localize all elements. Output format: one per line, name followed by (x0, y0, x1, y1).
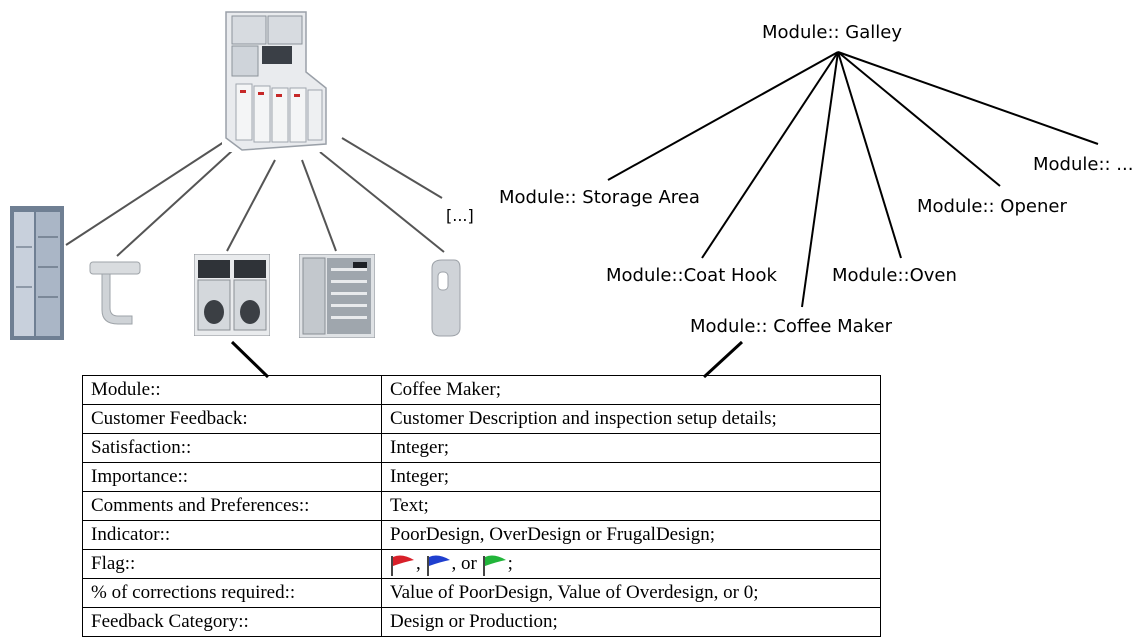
table-row: % of corrections required:: Value of Poo… (82, 578, 881, 608)
table-cell-value: Integer; (381, 433, 881, 463)
table-cell-key: Feedback Category:: (82, 607, 382, 637)
table-cell-flags: , , or ; (381, 549, 881, 579)
tree-node-storage-area: Module:: Storage Area (499, 187, 700, 208)
connector-galley-storage (65, 139, 228, 246)
table-row: Flag:: , , or ; (82, 549, 881, 579)
table-cell-value: Customer Description and inspection setu… (381, 404, 881, 434)
table-cell-value: Coffee Maker; (381, 375, 881, 405)
tree-root-galley: Module:: Galley (762, 22, 903, 43)
connector-coffee-label-table (702, 340, 744, 379)
table-row: Indicator:: PoorDesign, OverDesign or Fr… (82, 520, 881, 550)
coffee-maker-attribute-table: Module:: Coffee Maker; Customer Feedback… (82, 375, 881, 637)
galley-unit-image (222, 10, 330, 152)
table-row: Satisfaction:: Integer; (82, 433, 881, 463)
table-cell-value: Integer; (381, 462, 881, 492)
red-flag-icon (391, 555, 414, 576)
tree-node-coat-hook: Module::Coat Hook (606, 265, 777, 286)
green-flag-icon (482, 555, 506, 576)
coat-hook-image (89, 261, 141, 325)
connector-root-coffee (801, 51, 839, 308)
table-cell-key: % of corrections required:: (82, 578, 382, 608)
table-cell-key: Indicator:: (82, 520, 382, 550)
connector-root-opener (837, 51, 1001, 187)
table-cell-key: Flag:: (82, 549, 382, 579)
connector-galley-ellipsis (341, 137, 443, 199)
table-cell-key: Importance:: (82, 462, 382, 492)
tree-node-coffee-maker: Module:: Coffee Maker (690, 316, 892, 337)
table-cell-value: Design or Production; (381, 607, 881, 637)
table-row: Module:: Coffee Maker; (82, 375, 881, 405)
connector-root-coathook (701, 51, 839, 259)
table-row: Customer Feedback: Customer Description … (82, 404, 881, 434)
table-cell-key: Satisfaction:: (82, 433, 382, 463)
flag-terminator: ; (507, 553, 513, 574)
flag-separator: , or (451, 553, 477, 574)
tree-node-opener: Module:: Opener (917, 196, 1067, 217)
connector-galley-opener (319, 151, 445, 253)
table-cell-value: Text; (381, 491, 881, 521)
table-row: Feedback Category:: Design or Production… (82, 607, 881, 637)
connector-coffee-image-table (230, 340, 270, 379)
blue-flag-icon (426, 555, 450, 576)
connector-root-more (837, 51, 1099, 145)
tree-node-more: Module:: ... (1033, 154, 1134, 175)
table-cell-value: PoorDesign, OverDesign or FrugalDesign; (381, 520, 881, 550)
connector-galley-coathook (116, 149, 234, 257)
connector-galley-coffee (226, 159, 276, 252)
table-cell-key: Customer Feedback: (82, 404, 382, 434)
flag-separator: , (416, 553, 421, 574)
connector-galley-oven (301, 159, 337, 252)
table-cell-value: Value of PoorDesign, Value of Overdesign… (381, 578, 881, 608)
connector-root-oven (837, 51, 902, 259)
tree-node-oven: Module::Oven (832, 265, 957, 286)
opener-image (431, 259, 461, 337)
storage-area-image (10, 206, 64, 340)
coffee-maker-image (194, 254, 270, 336)
table-cell-key: Module:: (82, 375, 382, 405)
oven-image (299, 254, 375, 338)
image-tree-ellipsis: [...] (446, 206, 474, 225)
table-row: Importance:: Integer; (82, 462, 881, 492)
table-cell-key: Comments and Preferences:: (82, 491, 382, 521)
connector-root-storage (607, 51, 839, 181)
table-row: Comments and Preferences:: Text; (82, 491, 881, 521)
